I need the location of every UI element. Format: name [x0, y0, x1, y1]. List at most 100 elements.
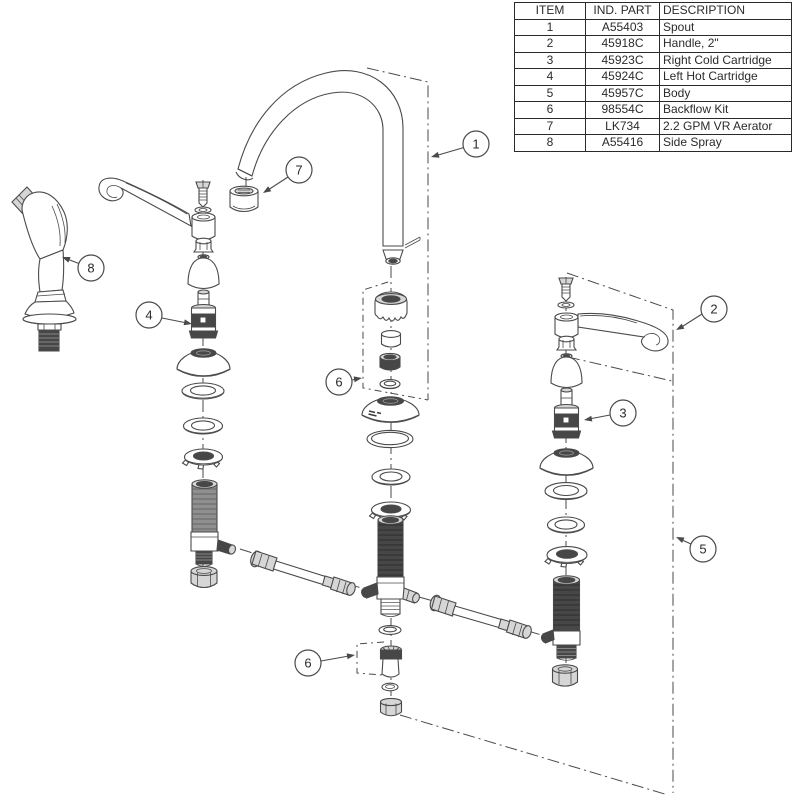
right-dome-cap	[550, 353, 583, 389]
cell-item: 2	[514, 35, 586, 53]
center-body-shank	[361, 515, 420, 618]
right-wristblade-handle	[554, 312, 669, 352]
cell-part: 98554C	[585, 101, 660, 119]
callout-7-aerator: 7	[263, 156, 313, 193]
callout-1-label: 1	[472, 137, 479, 152]
table-row: 2 45918C Handle, 2"	[514, 35, 792, 53]
header-item: ITEM	[514, 2, 586, 20]
callout-8-label: 8	[87, 261, 94, 276]
cell-desc: Backflow Kit	[659, 101, 792, 119]
table-row: 7 LK734 2.2 GPM VR Aerator	[514, 117, 792, 135]
callout-4-left-cartridge: 4	[135, 301, 192, 329]
callout-5-body: 5	[676, 535, 717, 563]
callout-6-upper-label: 6	[335, 375, 342, 390]
region-boundary-lines	[356, 67, 674, 796]
right-screw	[558, 277, 574, 302]
left-washers	[181, 382, 225, 435]
cell-desc: Left Hot Cartridge	[659, 68, 792, 86]
left-shank	[190, 479, 237, 567]
callout-3-label: 3	[619, 406, 626, 421]
right-washers	[544, 482, 588, 534]
left-handle-assembly	[98, 177, 237, 589]
right-handle-assembly	[539, 277, 669, 687]
side-spray-drawing	[11, 186, 77, 352]
callout-6-backflow-lower: 6	[294, 649, 355, 677]
spout-drawing	[235, 70, 421, 265]
check-valve-assembly	[378, 625, 403, 717]
table-row: 5 45957C Body	[514, 84, 792, 102]
cell-item: 7	[514, 117, 586, 135]
left-supply-hose	[250, 550, 356, 596]
left-mounting-nut	[190, 566, 218, 589]
cell-item: 4	[514, 68, 586, 86]
aerator-drawing	[229, 185, 259, 213]
backflow-bracket-upper	[362, 281, 429, 401]
table-row: 8 A55416 Side Spray	[514, 134, 792, 152]
right-mounting-nut	[551, 664, 579, 687]
right-supply-hose	[429, 594, 532, 639]
cell-desc: Body	[659, 84, 792, 102]
cell-part: 45924C	[585, 68, 660, 86]
body-region-line	[566, 272, 674, 793]
callout-6-backflow-upper: 6	[325, 368, 362, 396]
cell-part: 45957C	[585, 84, 660, 102]
backflow-rings	[379, 330, 402, 390]
right-shank	[540, 575, 581, 661]
cell-item: 5	[514, 84, 586, 102]
left-escutcheon	[176, 348, 231, 378]
left-screw	[195, 181, 211, 208]
cell-desc: Spout	[659, 18, 792, 36]
parts-table: ITEM IND. PART DESCRIPTION 1 A55403 Spou…	[514, 2, 792, 152]
callout-2-label: 2	[710, 302, 717, 317]
cell-desc: Handle, 2"	[659, 35, 792, 53]
left-handle-washer	[194, 206, 212, 214]
cell-item: 8	[514, 134, 586, 152]
spout-pin	[404, 236, 421, 249]
left-dome-cap	[187, 254, 220, 290]
cell-desc: 2.2 GPM VR Aerator	[659, 117, 792, 135]
callout-6-lower-label: 6	[304, 656, 311, 671]
cell-part: A55416	[585, 134, 660, 152]
center-column	[361, 291, 420, 717]
left-wristblade-handle	[98, 177, 216, 241]
table-header-row: ITEM IND. PART DESCRIPTION	[514, 2, 792, 20]
table-row: 3 45923C Right Cold Cartridge	[514, 51, 792, 69]
callout-5-label: 5	[699, 542, 706, 557]
callout-3-right-cartridge: 3	[584, 399, 637, 427]
right-handle-nut	[555, 335, 578, 351]
table-row: 6 98554C Backflow Kit	[514, 101, 792, 119]
left-handle-nut	[192, 237, 215, 253]
right-cold-cartridge	[551, 387, 582, 439]
cell-desc: Right Cold Cartridge	[659, 51, 792, 69]
cell-item: 3	[514, 51, 586, 69]
header-ind-part: IND. PART	[585, 2, 660, 20]
callout-2-handle: 2	[676, 295, 728, 330]
callout-7-label: 7	[295, 163, 302, 178]
left-hot-cartridge	[188, 289, 219, 339]
callouts: 1 2 3 4	[62, 130, 728, 677]
hose-guide-nut	[374, 291, 408, 322]
cell-part: A55403	[585, 18, 660, 36]
callout-8-side-spray: 8	[62, 254, 105, 282]
cell-item: 1	[514, 18, 586, 36]
body-region-bottom-line	[399, 714, 669, 796]
table-row: 1 A55403 Spout	[514, 18, 792, 36]
cell-part: 45918C	[585, 35, 660, 53]
table-row: 4 45924C Left Hot Cartridge	[514, 68, 792, 86]
center-escutcheon	[361, 396, 420, 424]
cell-item: 6	[514, 101, 586, 119]
left-lock-flange	[181, 448, 224, 470]
center-oring-washers	[366, 429, 414, 486]
handle-region-line	[567, 356, 673, 382]
callout-1-spout: 1	[431, 130, 490, 158]
right-lock-flange	[544, 546, 588, 568]
right-escutcheon	[539, 448, 594, 477]
header-description: DESCRIPTION	[659, 2, 792, 20]
cell-part: LK734	[585, 117, 660, 135]
right-handle-washer	[557, 301, 575, 309]
backflow-bracket-lower	[356, 641, 385, 676]
callout-4-label: 4	[145, 308, 152, 323]
cell-part: 45923C	[585, 51, 660, 69]
